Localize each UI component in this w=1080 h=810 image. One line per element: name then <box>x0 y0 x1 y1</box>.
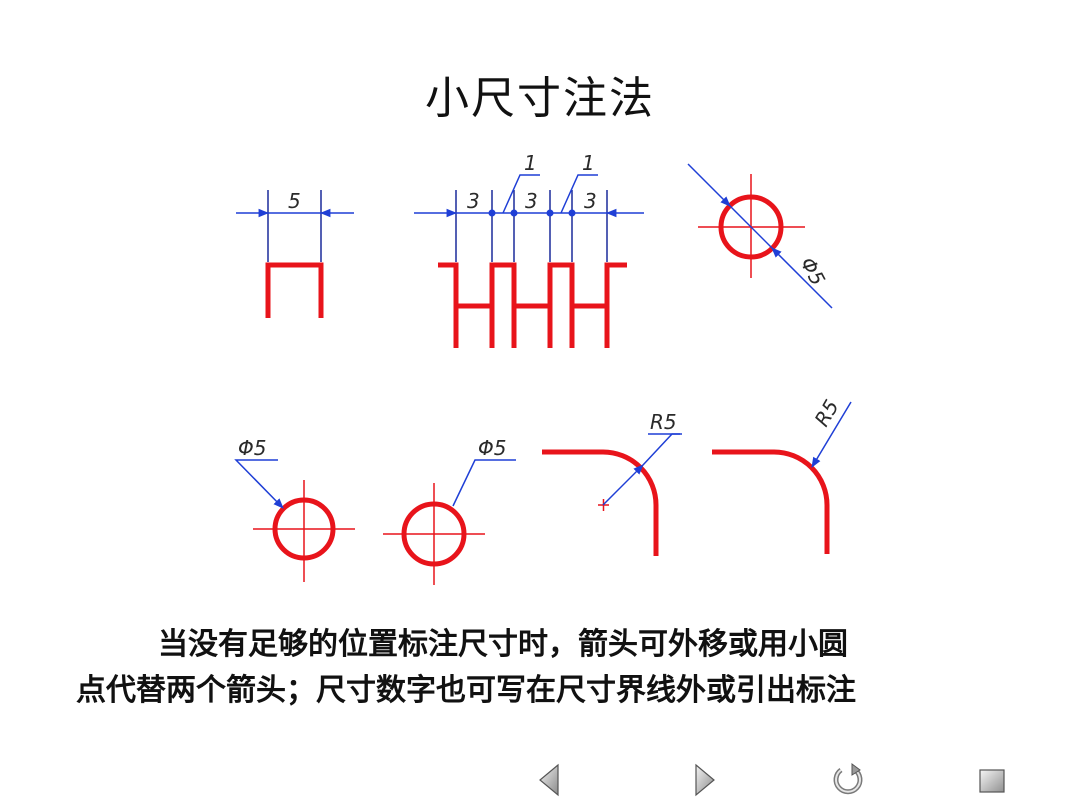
hole-circle <box>718 194 784 260</box>
next-slide-button[interactable] <box>690 762 720 798</box>
return-button[interactable] <box>830 762 866 798</box>
comb-part-outline <box>438 262 627 348</box>
slot-single-figure: 5 <box>236 189 354 318</box>
leader-line <box>234 459 284 509</box>
diameter-label: Φ5 <box>238 436 266 460</box>
end-show-button[interactable] <box>976 762 1006 798</box>
circle-leader-arrow-figure: Φ5 <box>234 436 355 582</box>
previous-slide-button[interactable] <box>534 762 564 798</box>
radius-label: R5 <box>810 395 844 430</box>
description-line: 当没有足够的位置标注尺寸时，箭头可外移或用小圆 <box>158 627 848 662</box>
leader-line <box>642 433 680 466</box>
fillet-outer-figure: R5 <box>712 395 852 554</box>
fillet-part-outline <box>712 449 830 554</box>
radius-label: R5 <box>650 410 677 434</box>
leader-line <box>560 174 598 214</box>
comb-figure: 1 1 3 3 3 <box>414 151 644 348</box>
dimension-arrow <box>811 401 852 468</box>
slide-description: 当没有足够的位置标注尺寸时，箭头可外移或用小圆 点代替两个箭头；尺寸数字也可写在… <box>70 622 1030 714</box>
next-icon <box>695 763 715 797</box>
dimension-line <box>729 205 773 249</box>
dimension-label-1: 1 <box>582 151 595 175</box>
description-line: 点代替两个箭头；尺寸数字也可写在尺寸界线外或引出标注 <box>76 673 856 708</box>
slot-part-outline <box>265 262 324 318</box>
fillet-inner-figure: R5 <box>542 410 682 556</box>
slide-title: 小尺寸注法 <box>425 73 655 124</box>
dimension-dot <box>510 209 518 217</box>
hole-circle <box>272 497 336 561</box>
circle-leader-figure: Φ5 <box>383 436 516 585</box>
dimension-label-5: 5 <box>288 189 301 213</box>
leader-line <box>502 174 540 214</box>
dimension-label-3: 3 <box>467 189 480 213</box>
circle-diagonal-figure: Φ5 <box>687 163 833 309</box>
dimension-label-3: 3 <box>525 189 538 213</box>
end-icon <box>979 769 1005 793</box>
fillet-part-outline <box>542 449 659 556</box>
diameter-label: Φ5 <box>478 436 506 460</box>
dimension-arrow <box>602 464 644 506</box>
return-icon <box>833 763 863 795</box>
dimension-dot <box>546 209 554 217</box>
leader-line <box>452 459 516 507</box>
dimension-label-1: 1 <box>524 151 537 175</box>
diameter-label: Φ5 <box>796 253 831 289</box>
dimension-dot <box>488 209 496 217</box>
hole-circle <box>401 501 467 567</box>
previous-icon <box>539 763 559 797</box>
dimension-label-3: 3 <box>584 189 597 213</box>
dimension-dot <box>568 209 576 217</box>
dimension-arrow <box>771 247 833 309</box>
dimension-arrow <box>687 163 731 207</box>
